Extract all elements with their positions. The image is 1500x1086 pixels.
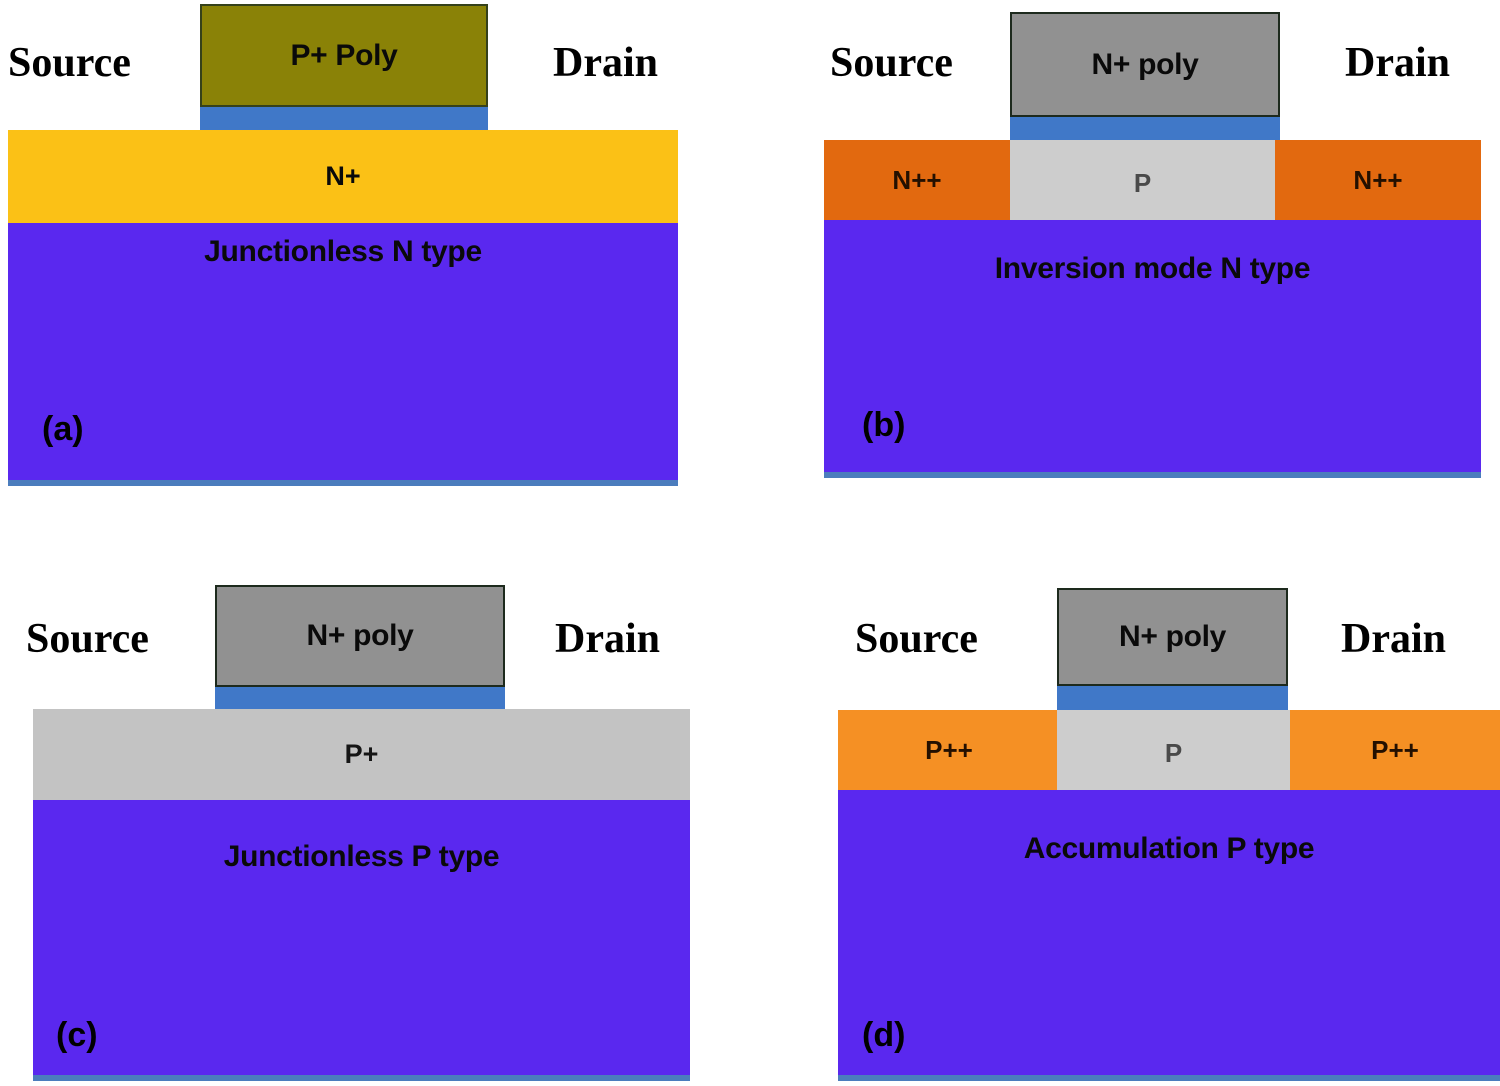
figure-letter-b: (b) <box>862 406 906 444</box>
drain-terminal-label-a: Drain <box>553 40 658 86</box>
gate-electrode-b: N+ poly <box>1010 12 1280 117</box>
figure-letter-d: (d) <box>862 1016 906 1054</box>
gate-oxide-a <box>200 107 488 131</box>
drain-terminal-label-d: Drain <box>1341 616 1446 662</box>
top-layer-label-c: P+ <box>344 739 379 769</box>
drain-region-d: P++ <box>1290 710 1500 790</box>
gate-label-b: N+ poly <box>1091 47 1199 81</box>
source-region-label-b: N++ <box>892 165 942 195</box>
gate-electrode-d: N+ poly <box>1057 588 1288 686</box>
top-layer-label-a: N+ <box>325 161 361 191</box>
substrate-c: Junctionless P type <box>33 800 690 1081</box>
substrate-b: Inversion mode N type <box>824 220 1481 478</box>
substrate-label-d: Accumulation P type <box>1023 832 1315 865</box>
figure-letter-a: (a) <box>42 410 84 448</box>
gate-oxide-c <box>215 687 505 710</box>
gate-electrode-a: P+ Poly <box>200 4 488 107</box>
source-terminal-label-a: Source <box>8 40 131 86</box>
gate-label-d: N+ poly <box>1118 620 1227 653</box>
gate-oxide-d <box>1057 686 1288 710</box>
channel-region-label-d: P <box>1164 738 1183 768</box>
source-region-d: P++ <box>838 710 1060 790</box>
source-terminal-label-b: Source <box>830 40 953 86</box>
source-terminal-label-c: Source <box>26 616 149 662</box>
top-layer-pplus-c: P+ <box>33 709 690 800</box>
drain-region-label-d: P++ <box>1371 735 1419 765</box>
substrate-bottom-strip-d <box>838 1075 1500 1081</box>
source-terminal-label-d: Source <box>855 616 978 662</box>
drain-region-b: N++ <box>1275 140 1481 220</box>
gate-oxide-b <box>1010 117 1280 140</box>
channel-region-b: P <box>1010 140 1275 226</box>
source-region-b: N++ <box>824 140 1010 220</box>
channel-region-label-b: P <box>1133 168 1152 198</box>
drain-terminal-label-c: Drain <box>555 616 660 662</box>
drain-region-label-b: N++ <box>1353 165 1403 195</box>
top-layer-nplus-a: N+ <box>8 130 678 223</box>
substrate-d: Accumulation P type <box>838 790 1500 1081</box>
channel-region-d: P <box>1057 710 1290 796</box>
gate-label-c: N+ poly <box>306 619 414 652</box>
substrate-label-b: Inversion mode N type <box>994 252 1311 285</box>
substrate-label-a: Junctionless N type <box>204 235 482 268</box>
substrate-a: Junctionless N type <box>8 223 678 486</box>
gate-electrode-c: N+ poly <box>215 585 505 687</box>
substrate-bottom-strip-b <box>824 472 1481 478</box>
substrate-bottom-strip-c <box>33 1075 690 1081</box>
substrate-label-c: Junctionless P type <box>223 840 500 873</box>
gate-label-a: P+ Poly <box>290 38 398 72</box>
source-region-label-d: P++ <box>925 735 973 765</box>
substrate-bottom-strip-a <box>8 480 678 486</box>
figure-letter-c: (c) <box>56 1016 98 1054</box>
drain-terminal-label-b: Drain <box>1345 40 1450 86</box>
